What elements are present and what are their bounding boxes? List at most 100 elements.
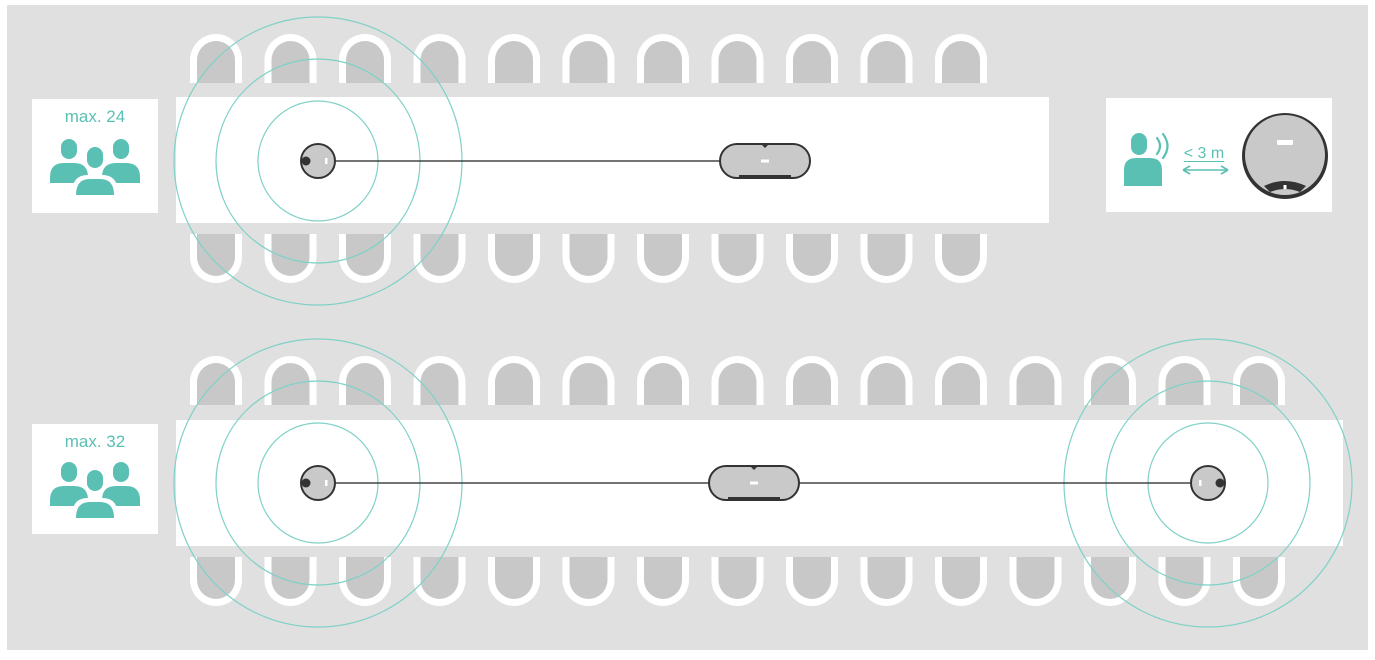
person-head: [61, 139, 77, 159]
capacity-badge-small: max. 24: [32, 99, 158, 213]
hub-led: [761, 159, 769, 163]
extension-microphone: [300, 465, 336, 501]
chair: [644, 363, 682, 405]
person-head: [113, 462, 129, 482]
arrow-head-right: [1220, 165, 1229, 175]
chair: [1240, 363, 1278, 405]
sound-wave-icon: [1155, 136, 1162, 156]
chair: [495, 234, 533, 276]
chair: [495, 363, 533, 405]
person-head: [113, 139, 129, 159]
person-body: [76, 502, 114, 518]
chair: [569, 41, 608, 83]
pickup-range-panel: [1106, 98, 1332, 212]
speaker-top: [1245, 115, 1325, 195]
three-people-icon: [50, 462, 140, 518]
hub-base: [728, 497, 780, 501]
chair: [346, 234, 384, 276]
speakerphone-hub: [708, 465, 800, 501]
chair: [644, 234, 682, 276]
speaker-display: [1277, 140, 1293, 145]
hub-led: [750, 481, 758, 485]
chair: [495, 557, 533, 599]
mic-body: [300, 465, 336, 501]
chair: [644, 41, 682, 83]
person-head: [87, 470, 103, 491]
chair: [420, 363, 459, 405]
mic-led: [325, 158, 328, 164]
chair: [942, 557, 980, 599]
speakerphone-icon: [1242, 113, 1328, 199]
person-head: [61, 462, 77, 482]
chair: [271, 234, 310, 276]
speaking-person-head: [1131, 133, 1147, 155]
chair: [420, 557, 459, 599]
speaker-base-led: [1283, 185, 1287, 189]
chair: [1165, 557, 1204, 599]
person-head: [87, 147, 103, 168]
chair: [718, 363, 757, 405]
chair: [346, 363, 384, 405]
chair: [942, 363, 980, 405]
hub-notch: [750, 466, 758, 470]
chair: [867, 557, 906, 599]
setup-small: [173, 16, 1049, 306]
chair: [1016, 363, 1055, 405]
pickup-range-label: < 3 m: [1183, 145, 1225, 162]
chair: [197, 234, 235, 276]
chair: [420, 234, 459, 276]
chair: [569, 363, 608, 405]
chair: [569, 234, 608, 276]
setup-large: [173, 338, 1353, 628]
chair: [942, 41, 980, 83]
chair: [271, 557, 310, 599]
mic-body: [300, 143, 336, 179]
mic-body: [1190, 465, 1226, 501]
three-people-icon: [50, 139, 140, 195]
capacity-badge-large: max. 32: [32, 424, 158, 534]
extension-microphone: [300, 143, 336, 179]
mic-cable-port: [1215, 478, 1225, 488]
chair: [1240, 557, 1278, 599]
mic-cable-port: [301, 478, 311, 488]
chair: [718, 41, 757, 83]
chair: [495, 41, 533, 83]
chair: [1091, 363, 1129, 405]
chair: [569, 557, 608, 599]
chair: [271, 363, 310, 405]
chair: [718, 234, 757, 276]
chair: [793, 363, 831, 405]
chair: [644, 557, 682, 599]
extension-microphone: [1190, 465, 1226, 501]
person-body: [76, 179, 114, 195]
chair: [420, 41, 459, 83]
sound-wave-icon: [1161, 132, 1169, 160]
speakerphone-hub: [719, 143, 811, 179]
chair: [346, 557, 384, 599]
chair: [346, 41, 384, 83]
hub-notch: [761, 144, 769, 148]
capacity-label-large: max. 32: [64, 432, 126, 451]
speaking-person-body: [1124, 158, 1162, 186]
chair: [197, 557, 235, 599]
chair: [793, 557, 831, 599]
chair: [793, 234, 831, 276]
chair: [867, 234, 906, 276]
chair: [197, 41, 235, 83]
chair: [1091, 557, 1129, 599]
arrow-head-left: [1182, 165, 1191, 175]
capacity-label-small: max. 24: [64, 107, 126, 126]
chair: [197, 363, 235, 405]
mic-led: [1199, 480, 1202, 486]
mic-cable-port: [301, 156, 311, 166]
chair: [271, 41, 310, 83]
chair: [867, 363, 906, 405]
mic-led: [325, 480, 328, 486]
chair: [718, 557, 757, 599]
chair: [942, 234, 980, 276]
hub-base: [739, 175, 791, 179]
chair: [1016, 557, 1055, 599]
chair: [867, 41, 906, 83]
